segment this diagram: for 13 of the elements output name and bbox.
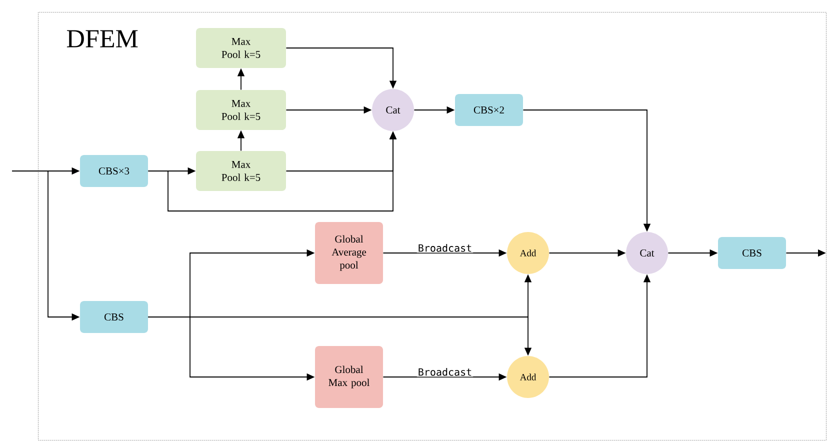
pool-box: Max Pool k=5 (196, 90, 286, 130)
cbs-box: CBS (80, 301, 148, 333)
pool-box: Max Pool k=5 (196, 28, 286, 68)
title: DFEM (66, 30, 138, 48)
pooling-box: Global Average pool (315, 222, 383, 284)
cbs-box: CBS×2 (455, 94, 523, 126)
pool-box: Max Pool k=5 (196, 151, 286, 191)
edge-label: Broadcast (416, 243, 474, 253)
cbs-box: CBS (718, 237, 786, 269)
frame (38, 12, 826, 440)
edge-label: Broadcast (416, 367, 474, 377)
pooling-box: Global Max pool (315, 346, 383, 408)
cbs-box: CBS×3 (80, 155, 148, 187)
